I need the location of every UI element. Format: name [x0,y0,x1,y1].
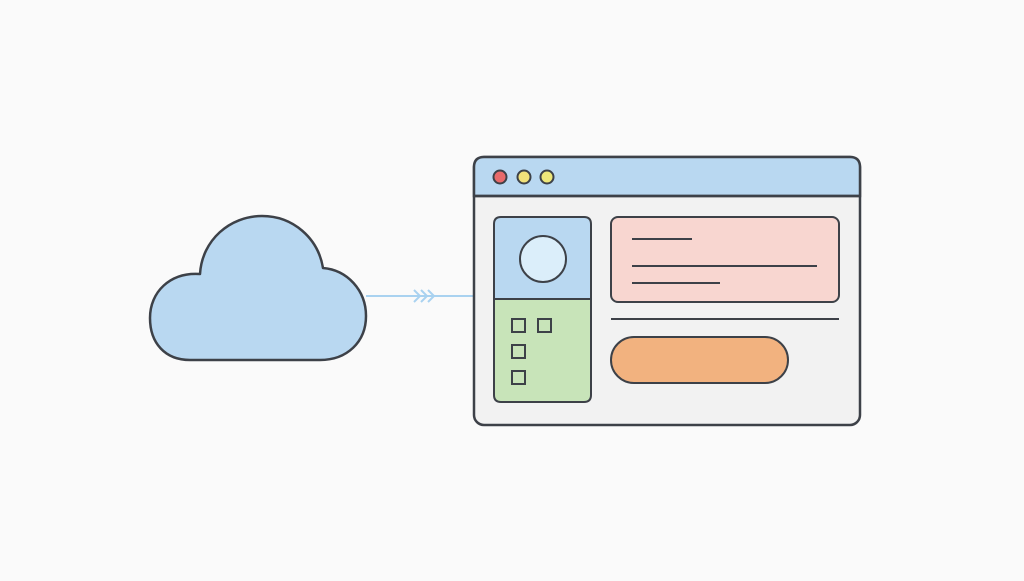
double-chevron-arrow-icon [413,289,436,303]
connector-arrow [366,289,474,303]
checkbox-square-icon [511,318,526,333]
content-card [610,216,840,303]
browser-window-icon [472,155,862,427]
action-button [610,336,789,384]
avatar-circle-icon [519,235,567,283]
checkbox-square-icon [537,318,552,333]
checkbox-square-icon [511,370,526,385]
profile-panel [493,216,592,403]
profile-panel-bottom [493,298,592,403]
close-dot [492,169,508,185]
window-titlebar [472,155,862,198]
checkbox-square-icon [511,344,526,359]
maximize-dot [539,169,555,185]
minimize-dot [516,169,532,185]
cloud-icon [148,214,368,362]
